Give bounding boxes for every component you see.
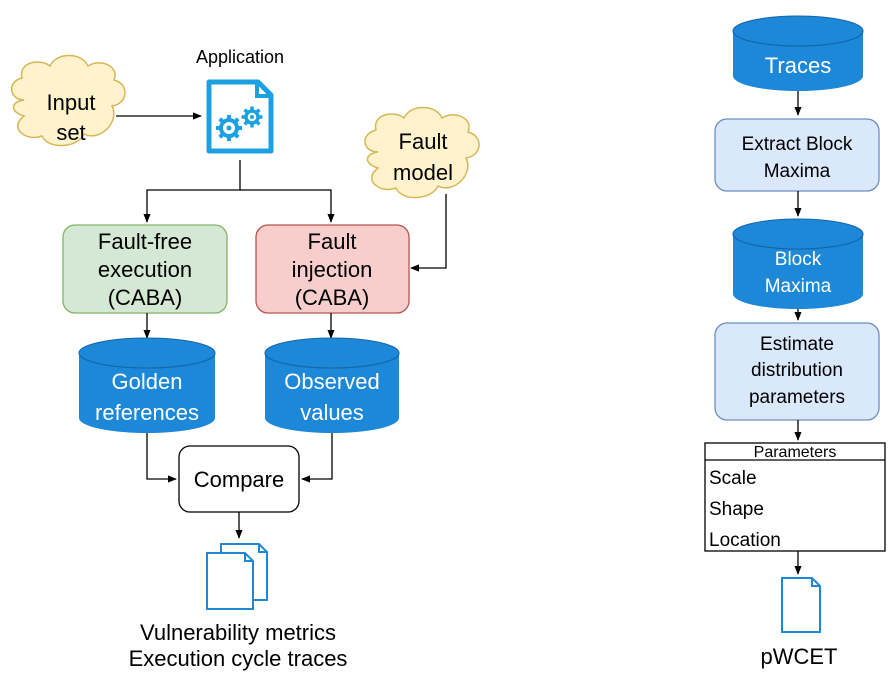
output-line-2: Execution cycle traces xyxy=(129,646,348,671)
fault-injection-line-3: (CABA) xyxy=(295,285,370,310)
fault-model-line-1: Fault xyxy=(399,129,448,154)
fault-model-cloud: Fault model xyxy=(364,106,480,199)
arrow-observed-to-compare xyxy=(301,433,333,483)
fault-free-line-1: Fault-free xyxy=(98,229,192,254)
fault-injection-box: Fault injection (CABA) xyxy=(255,224,410,314)
extract-line-1: Extract Block xyxy=(742,134,853,155)
extract-line-2: Maxima xyxy=(764,161,831,182)
observed-values-line-1: Observed xyxy=(284,369,379,394)
fault-free-line-2: execution xyxy=(98,257,192,282)
estimate-line-2: distribution xyxy=(751,360,843,381)
document-icon xyxy=(781,577,821,633)
block-maxima-line-1: Block xyxy=(775,249,822,270)
right-flow: Traces Extract Block Maxima Block Maxima… xyxy=(704,15,886,669)
compare-label: Compare xyxy=(194,467,284,492)
arrow-app-to-fault-free xyxy=(143,160,241,223)
golden-references-cylinder: Golden references xyxy=(78,337,216,433)
estimate-line-1: Estimate xyxy=(760,334,834,355)
fault-injection-line-2: injection xyxy=(292,257,373,282)
parameters-table: Parameters Scale Shape Location xyxy=(704,442,886,552)
documents-icon xyxy=(206,543,268,610)
fault-free-line-3: (CABA) xyxy=(108,285,183,310)
left-flow: Application xyxy=(11,47,480,671)
fault-injection-line-1: Fault xyxy=(308,229,357,254)
compare-box: Compare xyxy=(178,445,300,513)
arrow-fault-model-to-injection xyxy=(410,194,447,272)
fault-free-execution-box: Fault-free execution (CABA) xyxy=(62,224,228,314)
extract-block-maxima-box: Extract Block Maxima xyxy=(714,118,880,192)
estimate-parameters-box: Estimate distribution parameters xyxy=(714,322,880,421)
traces-cylinder: Traces xyxy=(732,15,864,91)
fault-model-line-2: model xyxy=(393,160,453,185)
traces-label: Traces xyxy=(765,53,831,78)
input-set-cloud: Input set xyxy=(11,54,126,147)
observed-values-cylinder: Observed values xyxy=(264,337,400,433)
application-label: Application xyxy=(196,47,284,67)
pwcet-label: pWCET xyxy=(761,644,838,669)
application-gears-icon xyxy=(206,79,274,154)
block-maxima-cylinder: Block Maxima xyxy=(732,218,864,309)
input-set-line-1: Input xyxy=(47,90,96,115)
parameter-scale: Scale xyxy=(709,468,757,489)
observed-values-line-2: values xyxy=(300,400,364,425)
input-set-line-2: set xyxy=(56,120,85,145)
arrow-app-to-fault-injection xyxy=(240,189,335,223)
parameter-shape: Shape xyxy=(709,499,764,520)
parameter-location: Location xyxy=(709,530,781,551)
block-maxima-line-2: Maxima xyxy=(765,276,832,297)
output-line-1: Vulnerability metrics xyxy=(140,620,336,645)
parameters-header: Parameters xyxy=(754,444,837,461)
arrow-golden-to-compare xyxy=(146,433,177,483)
estimate-line-3: parameters xyxy=(749,387,845,408)
golden-references-line-1: Golden xyxy=(112,369,183,394)
golden-references-line-2: references xyxy=(95,400,199,425)
